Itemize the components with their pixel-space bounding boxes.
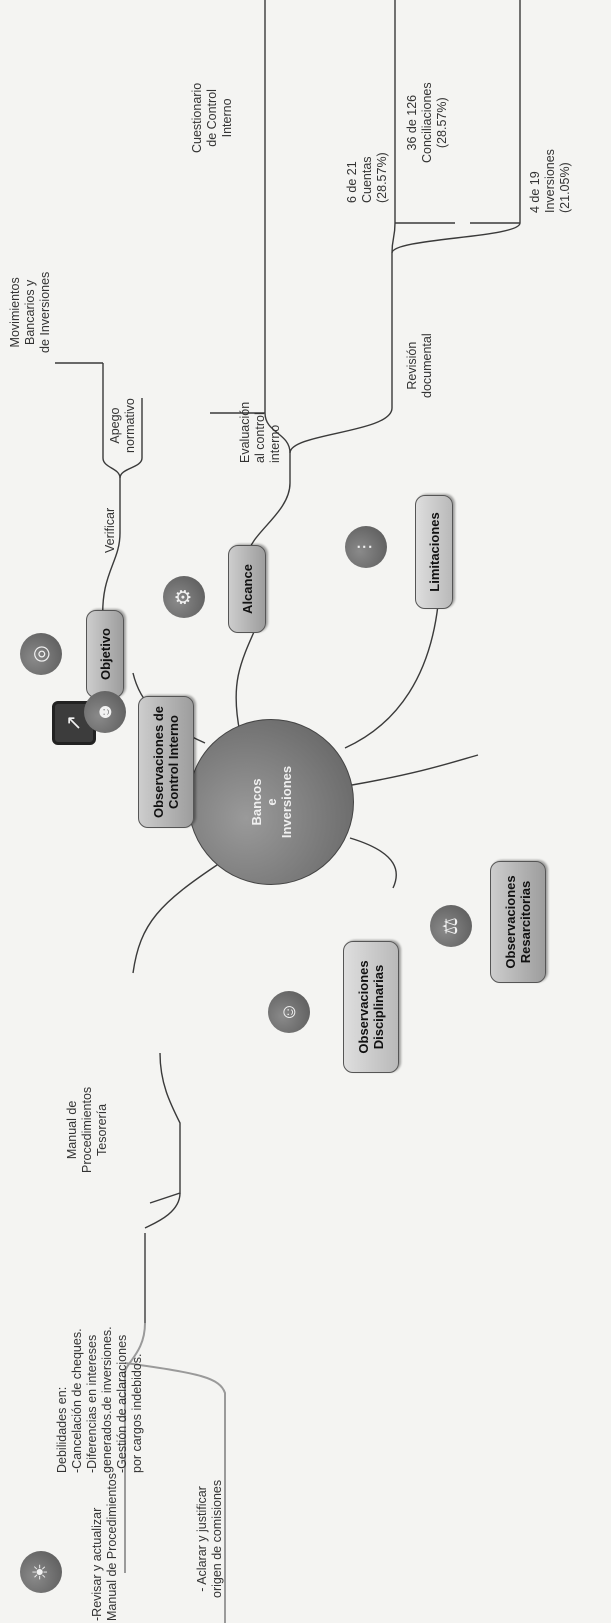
alcance-eval-line-1: Evaluación	[238, 401, 252, 463]
node-observaciones-resarcitorias[interactable]: Observaciones Resarcitorias	[490, 861, 546, 983]
node-alcance[interactable]: Alcance	[228, 545, 266, 633]
center-line-3: Inversiones	[278, 765, 294, 839]
recommendation-revisar: -Revisar y actualizar Manual de Procedim…	[90, 1473, 120, 1621]
leaf-movimientos-line-3: de Inversiones	[38, 271, 52, 353]
alcance-eval-line-3: interno	[268, 424, 282, 463]
control-manual-line-2: Procedimientos	[80, 1086, 94, 1173]
people-icon: ☺	[268, 991, 310, 1033]
limitaciones-label: Limitaciones	[426, 512, 442, 592]
center-line-1: Bancos	[248, 778, 264, 826]
control-manual-tesoreria: Manual de Procedimientos Tesorería	[65, 1087, 110, 1173]
alcance-eval-line-2: al control	[253, 412, 267, 463]
debilidades-line-3: -Diferencias en intereses	[85, 1334, 99, 1473]
alcance-revision-line-1: Revisión	[405, 341, 419, 390]
aclarar-line-2: origen de comisiones	[210, 1479, 224, 1598]
alcance-cuest-line-1: Cuestionario	[190, 82, 204, 153]
alcance-cuentas-line-1: 6 de 21	[345, 161, 359, 203]
aclarar-line-1: - Aclarar y justificar	[195, 1486, 209, 1592]
alcance-cuest-line-3: Interno	[220, 98, 234, 138]
debilidades-line-4: generados.de inversiones.	[100, 1326, 114, 1473]
alcance-concil-line-3: (28.57%)	[435, 97, 449, 149]
disciplinarias-line-1: Observaciones	[356, 960, 371, 1054]
alcance-inversiones: 4 de 19 Inversiones (21.05%)	[528, 149, 573, 213]
control-line-2: Control Interno	[166, 715, 181, 809]
balance-icon: ⚖	[430, 905, 472, 947]
person-icon: ☻	[84, 691, 126, 733]
alcance-concil-line-1: 36 de 126	[405, 94, 419, 151]
objetivo-label: Objetivo	[97, 628, 113, 681]
disciplinarias-line-2: Disciplinarias	[371, 964, 386, 1050]
leaf-movimientos-line-1: Movimientos	[8, 277, 22, 348]
alcance-evaluacion: Evaluación al control interno	[238, 402, 283, 463]
revisar-line-1: -Revisar y actualizar	[90, 1507, 104, 1621]
alcance-cuestionario: Cuestionario de Control Interno	[190, 83, 235, 153]
alcance-cuentas-line-3: (28.57%)	[375, 152, 389, 203]
alcance-conciliaciones: 36 de 126 Conciliaciones (28.57%)	[405, 82, 450, 163]
control-manual-line-3: Tesorería	[95, 1103, 109, 1156]
alcance-inv-line-1: 4 de 19	[528, 171, 542, 213]
node-observaciones-control-interno[interactable]: Observaciones de Control Interno	[138, 696, 194, 828]
alcance-inv-line-2: Inversiones	[543, 149, 557, 213]
alcance-cuest-line-2: de Control	[205, 89, 219, 147]
node-limitaciones[interactable]: Limitaciones	[415, 495, 453, 609]
alcance-concil-line-2: Conciliaciones	[420, 82, 434, 163]
resarcitorias-line-1: Observaciones	[503, 875, 518, 969]
revisar-line-2: Manual de Procedimientos	[105, 1473, 119, 1621]
leaf-apego-line-1: Apego	[108, 407, 122, 444]
lightbulb-icon: ☀	[20, 1551, 62, 1593]
control-manual-line-1: Manual de	[65, 1100, 79, 1160]
traffic-light-icon: ⫶	[345, 526, 387, 568]
debilidades-line-2: -Cancelación de cheques.	[70, 1328, 84, 1473]
alcance-cuentas-line-2: Cuentas	[360, 156, 374, 203]
node-objetivo[interactable]: Objetivo	[86, 610, 124, 698]
control-debilidades: Debilidades en: -Cancelación de cheques.…	[55, 1326, 145, 1473]
recommendation-aclarar: - Aclarar y justificar origen de comisio…	[195, 1480, 225, 1598]
center-node-bancos-inversiones[interactable]: Bancos e Inversiones	[188, 719, 354, 885]
debilidades-line-5: -Gestión de aclaraciones	[115, 1334, 129, 1473]
target-icon: ◎	[20, 633, 62, 675]
alcance-inv-line-3: (21.05%)	[558, 162, 572, 213]
leaf-apego-normativo: Apego normativo	[108, 398, 138, 453]
control-line-1: Observaciones de	[151, 706, 166, 818]
alcance-revision: Revisión documental	[405, 333, 435, 398]
leaf-apego-line-2: normativo	[123, 398, 137, 453]
verb-verificar: Verificar	[103, 507, 117, 553]
debilidades-line-1: Debilidades en:	[55, 1386, 69, 1473]
leaf-movimientos-line-2: Bancarios y	[23, 279, 37, 345]
alcance-revision-line-2: documental	[420, 333, 434, 398]
alcance-label: Alcance	[239, 564, 255, 614]
debilidades-line-6: por cargos indebidos.	[130, 1353, 144, 1473]
resarcitorias-line-2: Resarcitorias	[518, 880, 533, 964]
leaf-movimientos: Movimientos Bancarios y de Inversiones	[8, 272, 53, 353]
node-observaciones-disciplinarias[interactable]: Observaciones Disciplinarias	[343, 941, 399, 1073]
center-line-2: e	[263, 798, 279, 806]
alcance-cuentas: 6 de 21 Cuentas (28.57%)	[345, 152, 390, 203]
gears-icon: ⚙	[163, 576, 205, 618]
